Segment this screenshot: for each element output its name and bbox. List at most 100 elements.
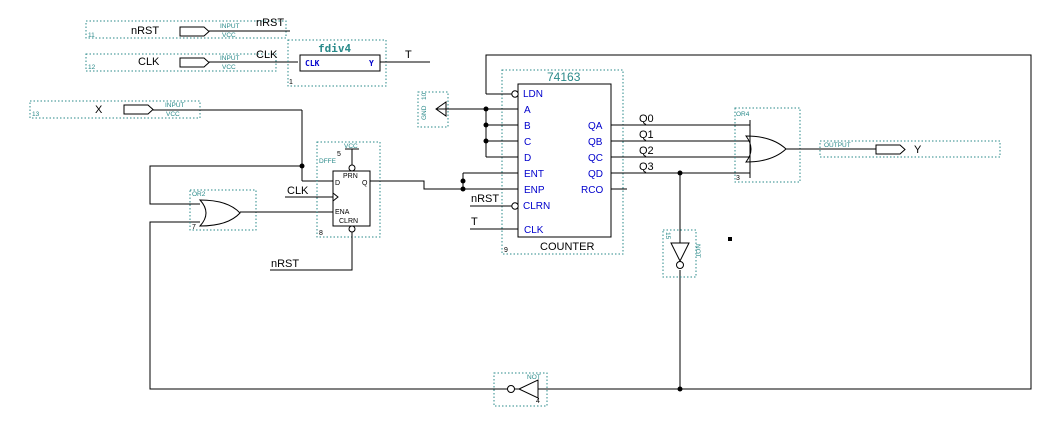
clock-triangle — [332, 192, 339, 202]
input-name: CLK — [138, 56, 160, 68]
pin-enp: ENP — [524, 185, 545, 196]
pin-qc: QC — [588, 153, 603, 164]
pin-c: C — [524, 137, 531, 148]
pin-prn: PRN — [343, 173, 358, 180]
input-port-shape — [123, 104, 154, 115]
instance-number-top: 5 — [337, 151, 341, 158]
not-triangle — [517, 379, 539, 399]
fdiv4-block[interactable]: fdiv4 CLK Y T 1 — [287, 39, 430, 87]
or2-gate[interactable]: OR2 7 — [189, 189, 257, 231]
gate-label: OR4 — [736, 111, 750, 118]
or2-body — [198, 199, 241, 227]
instance-number: 15 — [664, 232, 671, 240]
net-label-q3: Q3 — [639, 161, 654, 173]
pin-ena: ENA — [335, 209, 350, 216]
instance-box — [662, 229, 697, 278]
instance-number: 11 — [88, 32, 95, 39]
supply-label: VCC — [222, 64, 236, 71]
pin-d: D — [524, 153, 531, 164]
instance-box — [189, 189, 257, 231]
dffe-flipflop[interactable]: VCC DFFE 5 PRN D Q ENA CLRN 8 — [316, 141, 381, 238]
junction-dot — [677, 386, 683, 392]
pin-q: Q — [362, 180, 368, 187]
not-bubble — [676, 261, 684, 269]
instance-number: 1 — [289, 79, 293, 86]
marker-dot — [728, 237, 732, 241]
output-pin-y[interactable]: OUTPUT Y — [819, 140, 1001, 158]
instance-number: 3 — [736, 175, 740, 182]
supply-label: VCC — [222, 32, 236, 39]
not-gate-vertical[interactable]: NOT 15 — [662, 229, 701, 278]
counter-title: 74163 — [547, 70, 581, 84]
pin-clrn: CLRN — [339, 218, 358, 225]
instance-number: 9 — [504, 247, 508, 254]
net-label-nrst: nRST — [471, 193, 499, 205]
dffe-label: DFFE — [319, 158, 337, 165]
pin-qa: QA — [588, 121, 603, 132]
instance-number: 8 — [319, 230, 323, 237]
pin-clrn: CLRN — [523, 201, 550, 212]
instance-box — [501, 69, 624, 255]
input-pin-x[interactable]: X INPUT VCC 13 — [29, 100, 302, 119]
gate-label: OR2 — [192, 191, 206, 198]
or4-body — [744, 135, 787, 163]
pin-rco: RCO — [581, 185, 603, 196]
wire — [270, 232, 353, 271]
block-title: fdiv4 — [318, 42, 351, 55]
input-name: nRST — [131, 25, 159, 37]
net-label: CLK — [256, 49, 278, 61]
clrn-bubble — [348, 225, 356, 233]
pin-clk: CLK — [524, 225, 544, 236]
clrn-bubble — [511, 202, 519, 210]
instance-number: 10 — [421, 92, 428, 100]
counter-name: COUNTER — [540, 241, 594, 253]
junctions — [299, 106, 683, 392]
net-label-q2: Q2 — [639, 145, 654, 157]
port-type: INPUT — [220, 55, 240, 62]
junction-dot — [460, 178, 466, 184]
instance-number: 4 — [536, 398, 540, 405]
port-type: INPUT — [165, 102, 185, 109]
instance-box — [85, 53, 277, 72]
port-type: INPUT — [220, 23, 240, 30]
input-port-shape — [179, 26, 210, 37]
not-gate-horizontal[interactable]: NOT 4 — [493, 372, 548, 407]
block-body — [299, 54, 381, 72]
gate-label: NOT — [694, 244, 701, 258]
junction-dot — [483, 106, 489, 112]
net-label-q1: Q1 — [639, 129, 654, 141]
ldn-bubble — [511, 90, 519, 98]
wire — [149, 165, 302, 205]
pin-b: B — [524, 121, 531, 132]
instance-box — [287, 39, 387, 87]
net-label-t: T — [471, 216, 478, 228]
supply-label: VCC — [344, 143, 358, 150]
output-name: Y — [914, 144, 922, 156]
instance-number: 7 — [192, 224, 196, 231]
pin-y: Y — [369, 59, 374, 68]
instance-box — [493, 372, 548, 407]
net-label-nrst: nRST — [271, 258, 299, 270]
input-pin-clk[interactable]: CLK INPUT VCC 12 CLK — [85, 49, 298, 72]
net-label-q0: Q0 — [639, 113, 654, 125]
pin-clk: CLK — [305, 59, 320, 68]
pin-qb: QB — [588, 137, 603, 148]
instance-box — [316, 141, 381, 238]
pin-ent: ENT — [524, 169, 544, 180]
input-pin-nrst[interactable]: nRST INPUT VCC 11 nRST — [85, 17, 290, 39]
junction-dot — [677, 170, 683, 176]
counter-74163[interactable]: 74163 LDN A B C D ENT ENP CLRN CLK QA QB… — [501, 69, 624, 255]
pin-a: A — [524, 105, 531, 116]
or4-gate[interactable]: OR4 3 — [734, 107, 801, 183]
pin-ldn: LDN — [523, 89, 543, 100]
prn-bubble — [348, 164, 356, 172]
supply-label: VCC — [166, 111, 180, 118]
instance-number: 12 — [88, 64, 96, 71]
gnd-label: GND — [421, 105, 428, 120]
output-port-shape — [875, 144, 906, 155]
input-port-shape — [179, 57, 210, 68]
net-label-t: T — [405, 49, 412, 61]
pin-d: D — [335, 180, 340, 187]
